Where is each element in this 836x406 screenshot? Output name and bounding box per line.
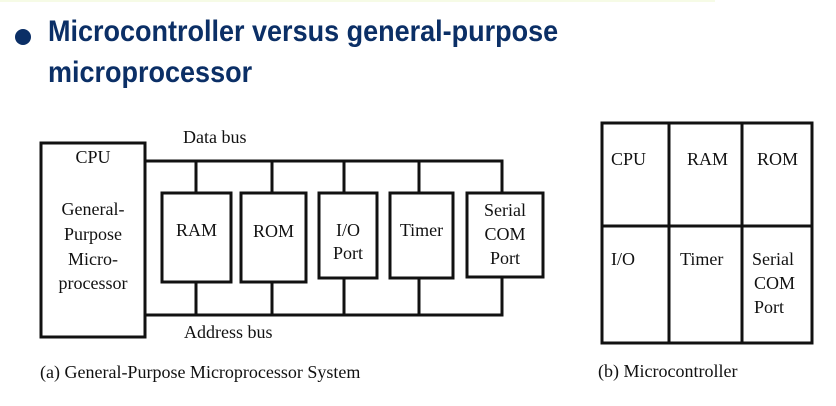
- serial-com-port-label: Serial: [484, 200, 526, 220]
- cpu-label: CPU: [75, 147, 110, 167]
- mcu-cell-cpu: CPU: [611, 149, 646, 169]
- cpu-box: [39, 141, 147, 339]
- mcu-cell-rom: ROM: [757, 149, 798, 169]
- cpu-desc-line: General-: [62, 199, 125, 219]
- serial-com-port-label: Port: [490, 248, 520, 268]
- address-bus-line: [145, 277, 504, 317]
- ram-label: RAM: [176, 220, 217, 240]
- timer-label: Timer: [400, 220, 443, 240]
- mcu-cell-serial-com-port: Port: [754, 297, 784, 317]
- rom-box: [239, 191, 308, 284]
- top-accent-line: [0, 0, 715, 2]
- data-bus-line: [145, 159, 504, 193]
- caption-a: (a) General-Purpose Microprocessor Syste…: [40, 362, 360, 383]
- mcu-cell-serial-com-port: COM: [754, 273, 795, 293]
- slide-title-line-1: Microcontroller versus general-purpose: [48, 15, 559, 48]
- slide-title-line-2: microprocessor: [48, 56, 253, 89]
- mcu-cell-serial-com-port: Serial: [752, 249, 794, 269]
- microcontroller-outline: [600, 121, 814, 345]
- ram-box: [160, 191, 233, 284]
- cpu-desc-line: Micro-: [68, 249, 118, 269]
- cpu-desc-line: processor: [59, 273, 128, 293]
- data-bus-label: Data bus: [183, 127, 246, 147]
- rom-label: ROM: [253, 221, 294, 241]
- caption-b: (b) Microcontroller: [598, 361, 737, 382]
- mcu-cell-io: I/O: [611, 249, 635, 269]
- serial-com-port-box: [465, 191, 545, 279]
- io-port-box: [317, 191, 379, 280]
- mcu-cell-ram: RAM: [687, 149, 728, 169]
- bullet-icon: [15, 29, 31, 45]
- microcontroller-diagram: CPU RAM ROM I/O Timer Serial COM Port (b…: [598, 121, 814, 382]
- timer-box: [388, 191, 455, 280]
- microprocessor-system-diagram: CPU General- Purpose Micro- processor RA…: [39, 127, 545, 383]
- address-bus-label: Address bus: [184, 322, 273, 342]
- mcu-cell-timer: Timer: [680, 249, 723, 269]
- io-port-label: I/O: [336, 220, 360, 240]
- serial-com-port-label: COM: [484, 224, 525, 244]
- cpu-desc-line: Purpose: [64, 224, 122, 244]
- io-port-label: Port: [333, 243, 363, 263]
